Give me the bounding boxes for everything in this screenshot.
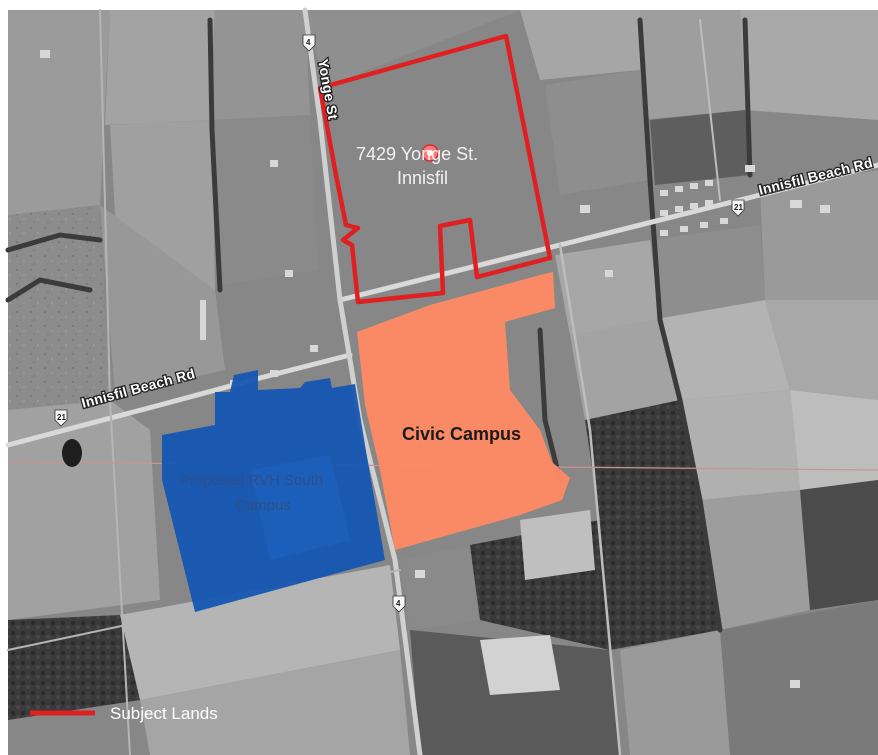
map-legend: Subject Lands: [30, 704, 218, 723]
civic-campus-area: [357, 272, 570, 550]
rvh-south-campus-area: [162, 370, 385, 612]
svg-text:4: 4: [306, 38, 311, 47]
rvh-inner-shade: [250, 455, 350, 560]
road-side-road-east: [558, 243, 622, 755]
subdivision-houses: [40, 50, 830, 688]
subject-site-municipality: Innisfil: [397, 168, 448, 188]
road-side-road-north: [699, 19, 721, 201]
rvh-south-campus-label-line2: Campus: [235, 497, 291, 514]
field-patches: [8, 10, 878, 755]
road-innisfil-beach-rd-east: [337, 162, 878, 303]
civic-campus-label: Civic Campus: [402, 424, 521, 444]
subject-lands-outline: [317, 33, 553, 305]
roads: [5, 7, 878, 755]
road-shield-icon-east: 21: [731, 199, 745, 217]
svg-text:21: 21: [57, 413, 66, 422]
pond: [62, 439, 82, 467]
svg-text:4: 4: [396, 599, 401, 608]
rvh-south-campus-label-line1: Proposed RVH South: [180, 472, 323, 489]
road-innisfil-beach-rd-west: [5, 352, 353, 448]
road-side-road-south: [7, 569, 401, 651]
location-pin-icon: [421, 144, 439, 162]
road-shield-icon-south: 4: [392, 595, 406, 613]
road-shield-icon-west: 21: [54, 409, 68, 427]
svg-text:21: 21: [734, 203, 743, 212]
road-side-road-west: [99, 9, 131, 755]
road-yonge-st: [302, 7, 423, 755]
legend-label-subject-lands: Subject Lands: [110, 704, 218, 723]
road-shield-icon-north: 4: [302, 34, 316, 52]
subject-site-address: 7429 Yonge St.: [356, 144, 478, 164]
tree-lines: [5, 17, 753, 633]
